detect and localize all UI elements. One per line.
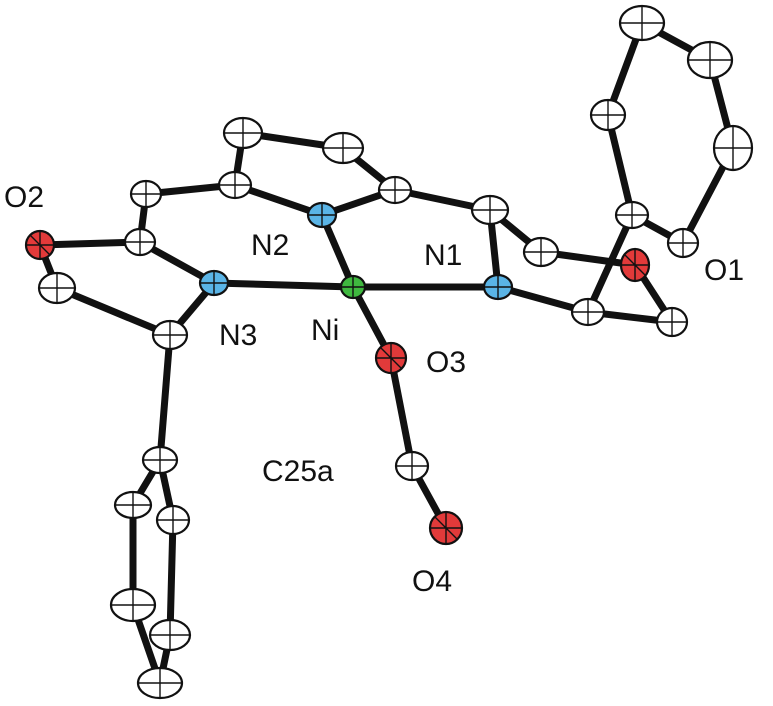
octant-line bbox=[138, 668, 182, 698]
bond-c8-c9 bbox=[156, 331, 174, 464]
octant-line bbox=[153, 321, 187, 349]
octant-line bbox=[323, 133, 363, 163]
octant-line bbox=[219, 172, 251, 198]
atom-labels: O2 N2 N1 O1 N3 Ni O3 C25a O4 bbox=[4, 181, 744, 598]
octant-line bbox=[26, 231, 54, 259]
octant-line bbox=[396, 452, 428, 480]
octant-lines bbox=[26, 6, 752, 698]
label-o3: O3 bbox=[426, 346, 466, 379]
label-o4: O4 bbox=[412, 565, 452, 598]
label-ni: Ni bbox=[311, 314, 339, 347]
label-n2: N2 bbox=[251, 229, 289, 262]
octant-line bbox=[376, 343, 406, 373]
octant-line bbox=[620, 6, 664, 40]
bond-c18-c19 bbox=[584, 211, 636, 316]
octant-line bbox=[150, 620, 190, 650]
bond-c6-o2 bbox=[36, 238, 144, 249]
octant-line bbox=[341, 276, 365, 298]
octant-line bbox=[125, 229, 155, 255]
octant-line bbox=[379, 177, 411, 203]
octant-line bbox=[688, 42, 732, 78]
octant-line bbox=[131, 181, 161, 207]
bond-ni-n3 bbox=[210, 279, 357, 291]
octant-line bbox=[668, 229, 698, 257]
octant-line bbox=[484, 275, 512, 299]
octant-line bbox=[430, 512, 462, 544]
bond-c11-c13 bbox=[166, 516, 177, 639]
octant-line bbox=[308, 203, 336, 227]
octant-line bbox=[472, 196, 508, 224]
octant-line bbox=[657, 308, 687, 336]
label-o1: O1 bbox=[704, 254, 744, 287]
octant-line bbox=[524, 238, 558, 266]
label-o2: O2 bbox=[4, 181, 44, 214]
octant-line bbox=[111, 589, 155, 621]
octant-line bbox=[621, 249, 649, 281]
bond-c19-c20 bbox=[604, 111, 636, 219]
octant-line bbox=[115, 492, 151, 518]
label-c25a: C25a bbox=[262, 455, 334, 488]
octant-line bbox=[157, 506, 189, 534]
octant-line bbox=[616, 202, 648, 228]
octant-line bbox=[224, 118, 262, 148]
octant-line bbox=[572, 299, 604, 325]
label-n1: N1 bbox=[424, 239, 462, 272]
bond-o3-c25a bbox=[387, 354, 416, 470]
octant-line bbox=[714, 126, 752, 170]
label-n3: N3 bbox=[219, 319, 257, 352]
octant-line bbox=[200, 271, 228, 295]
octant-line bbox=[39, 273, 75, 303]
octant-line bbox=[143, 447, 177, 473]
bond-c7-c8 bbox=[53, 284, 174, 339]
octant-line bbox=[591, 100, 625, 130]
